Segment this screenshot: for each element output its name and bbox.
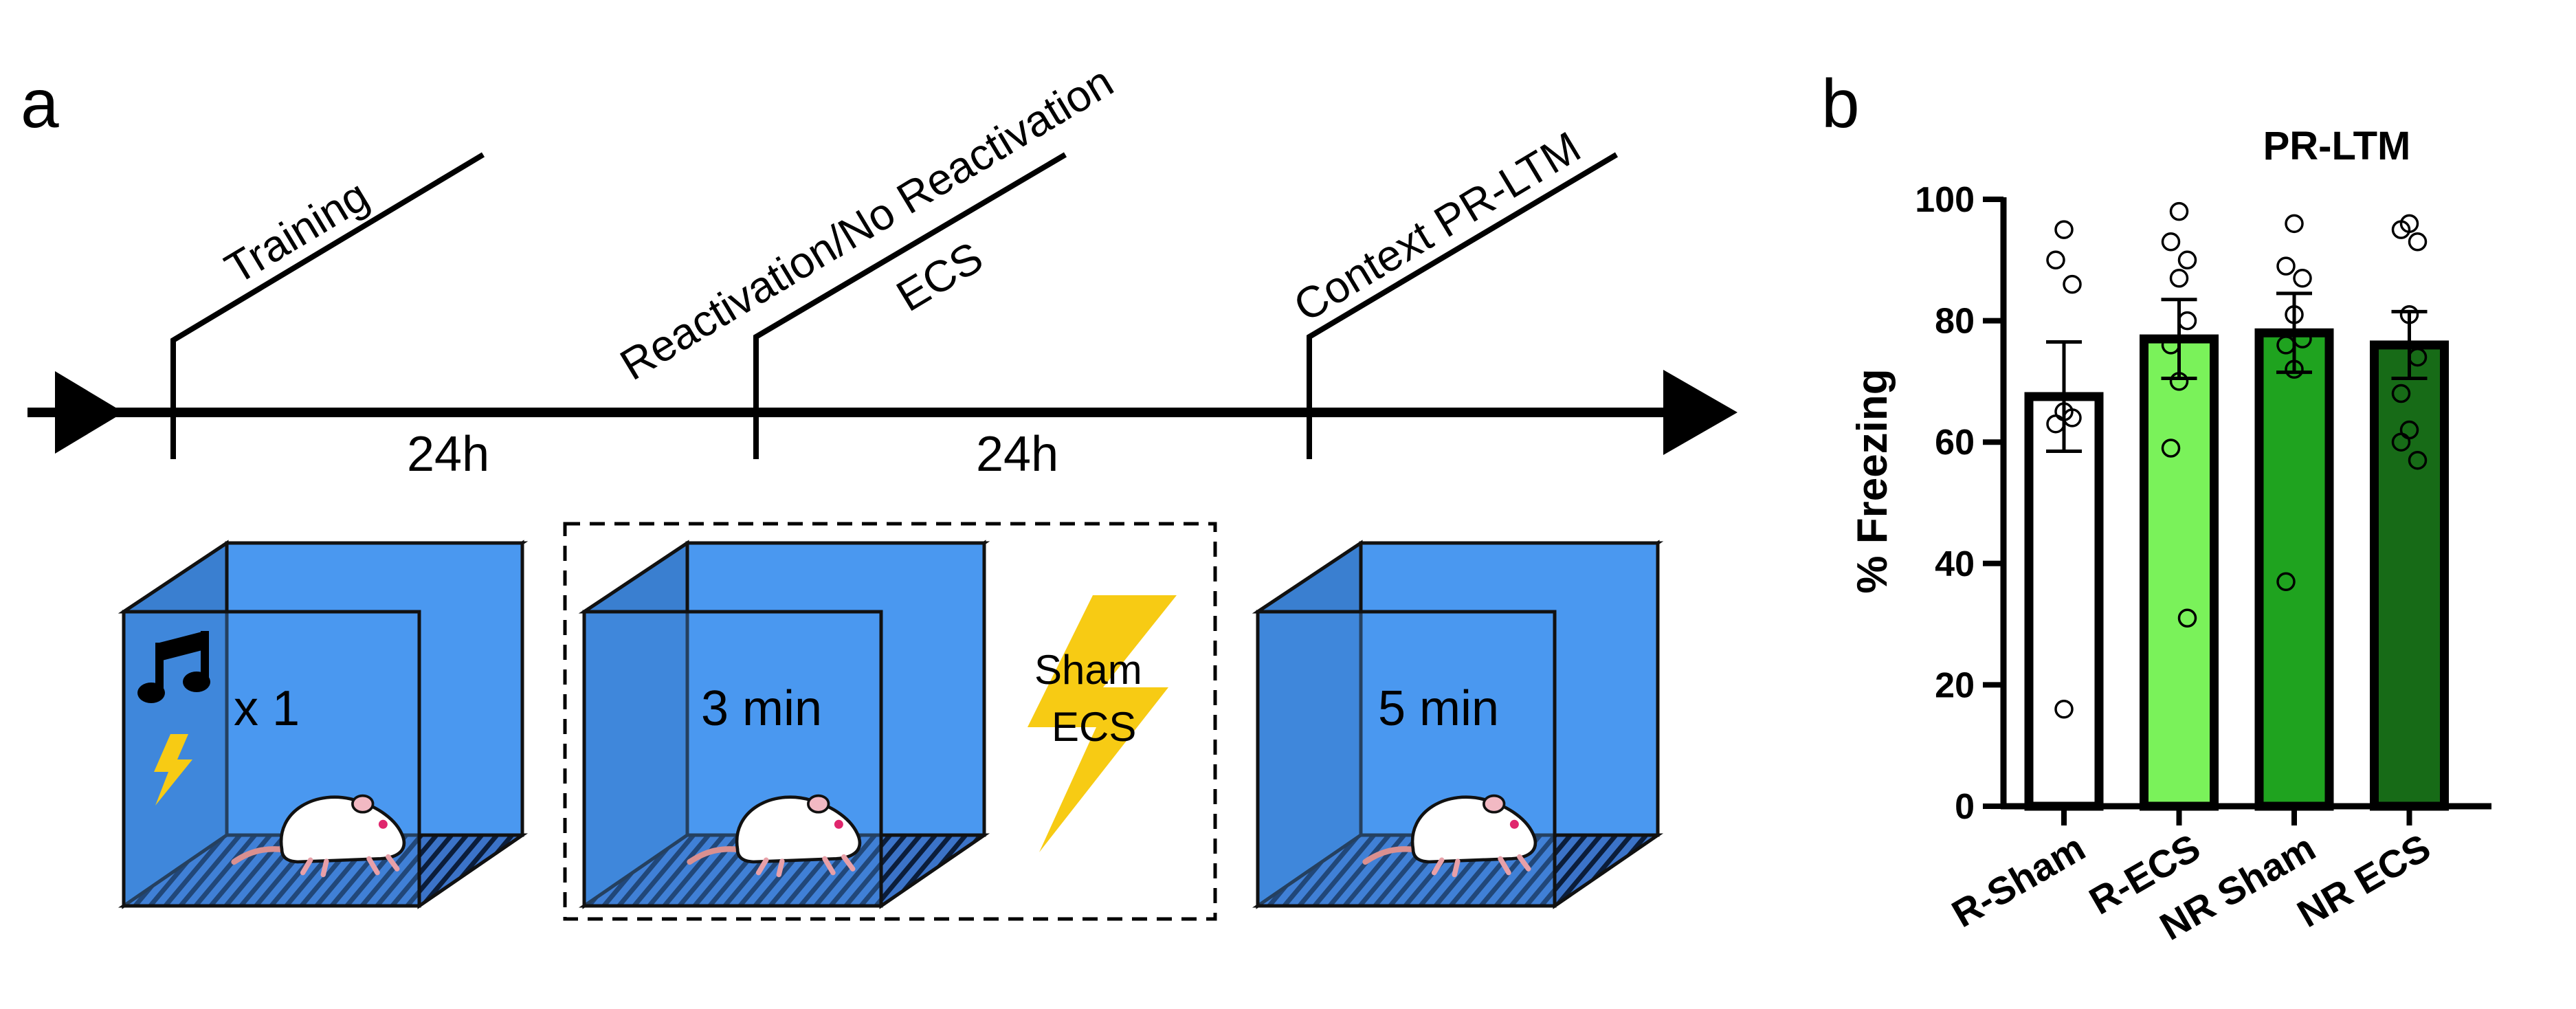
data-point (2177, 608, 2197, 628)
data-point (2293, 329, 2312, 348)
data-point (2177, 250, 2197, 270)
data-point (2285, 214, 2304, 234)
bar-r-sham (2024, 392, 2104, 811)
y-tick-label: 40 (1935, 544, 1975, 584)
data-point (2391, 384, 2411, 403)
data-point (2408, 347, 2428, 367)
panel-letter-b: b (1821, 65, 1860, 142)
y-tick-label: 0 (1955, 787, 1975, 827)
data-point (2276, 256, 2296, 276)
label-ecs: ECS (888, 232, 991, 321)
data-point (2391, 432, 2411, 452)
sham-label-line2: ECS (1052, 704, 1136, 750)
marker-training (170, 152, 485, 459)
data-point (2293, 269, 2312, 288)
x-category-label: NR ECS (2290, 825, 2438, 935)
data-point (2177, 311, 2197, 331)
data-point (2276, 335, 2296, 355)
data-point (2169, 372, 2189, 391)
x-category-label: R-Sham (1944, 825, 2092, 935)
test-box (1252, 540, 1664, 909)
y-tick-label: 80 (1935, 302, 1975, 342)
y-axis-label: % Freezing (1849, 368, 1896, 593)
data-point (2161, 439, 2181, 458)
bar-r-ecs (2140, 334, 2219, 811)
data-point (2276, 572, 2296, 592)
data-point (2161, 232, 2181, 252)
y-tick-label: 60 (1935, 423, 1975, 463)
marker-context (1307, 152, 1619, 459)
data-point (2169, 269, 2189, 288)
data-point (2408, 232, 2428, 252)
reactivation-frame (563, 522, 1217, 921)
data-point (2285, 305, 2304, 324)
y-tick-label: 100 (1915, 180, 1975, 220)
label-context: Context PR-LTM (1285, 122, 1589, 331)
data-point (2054, 220, 2074, 239)
bar-nr-sham (2254, 328, 2334, 811)
timeline-start-arrowhead (55, 371, 124, 454)
data-point (2054, 699, 2074, 719)
timeline-end-arrowhead (1663, 370, 1737, 455)
data-point (2046, 250, 2065, 270)
chart-title: PR-LTM (2263, 124, 2411, 168)
data-point (2399, 305, 2419, 324)
label-reactivation: Reactivation/No Reactivation (612, 56, 1121, 390)
data-point (2408, 450, 2428, 470)
y-tick-label: 20 (1935, 665, 1975, 705)
test-duration: 5 min (1378, 681, 1499, 736)
bar-nr-ecs (2370, 340, 2449, 811)
reactivation-duration: 3 min (701, 681, 822, 736)
data-point (2391, 220, 2411, 239)
data-point (2046, 414, 2065, 434)
data-point (2285, 359, 2304, 379)
reactivation-box (578, 540, 990, 909)
data-point (2161, 335, 2181, 355)
label-interval-2: 24h (976, 427, 1058, 482)
data-point (2063, 408, 2082, 428)
lightning-bolt-icon (154, 734, 192, 806)
music-note-icon (137, 631, 210, 703)
data-point (2169, 201, 2189, 221)
panel-letter-a: a (21, 65, 59, 142)
marker-reactivation (753, 152, 1067, 459)
sham-label-line1: Sham (1034, 647, 1142, 693)
timeline (27, 152, 1737, 459)
sham-ecs-bolt-icon (1028, 595, 1177, 852)
training-count: x 1 (234, 681, 300, 736)
label-interval-1: 24h (407, 427, 489, 482)
data-point (2063, 274, 2082, 294)
